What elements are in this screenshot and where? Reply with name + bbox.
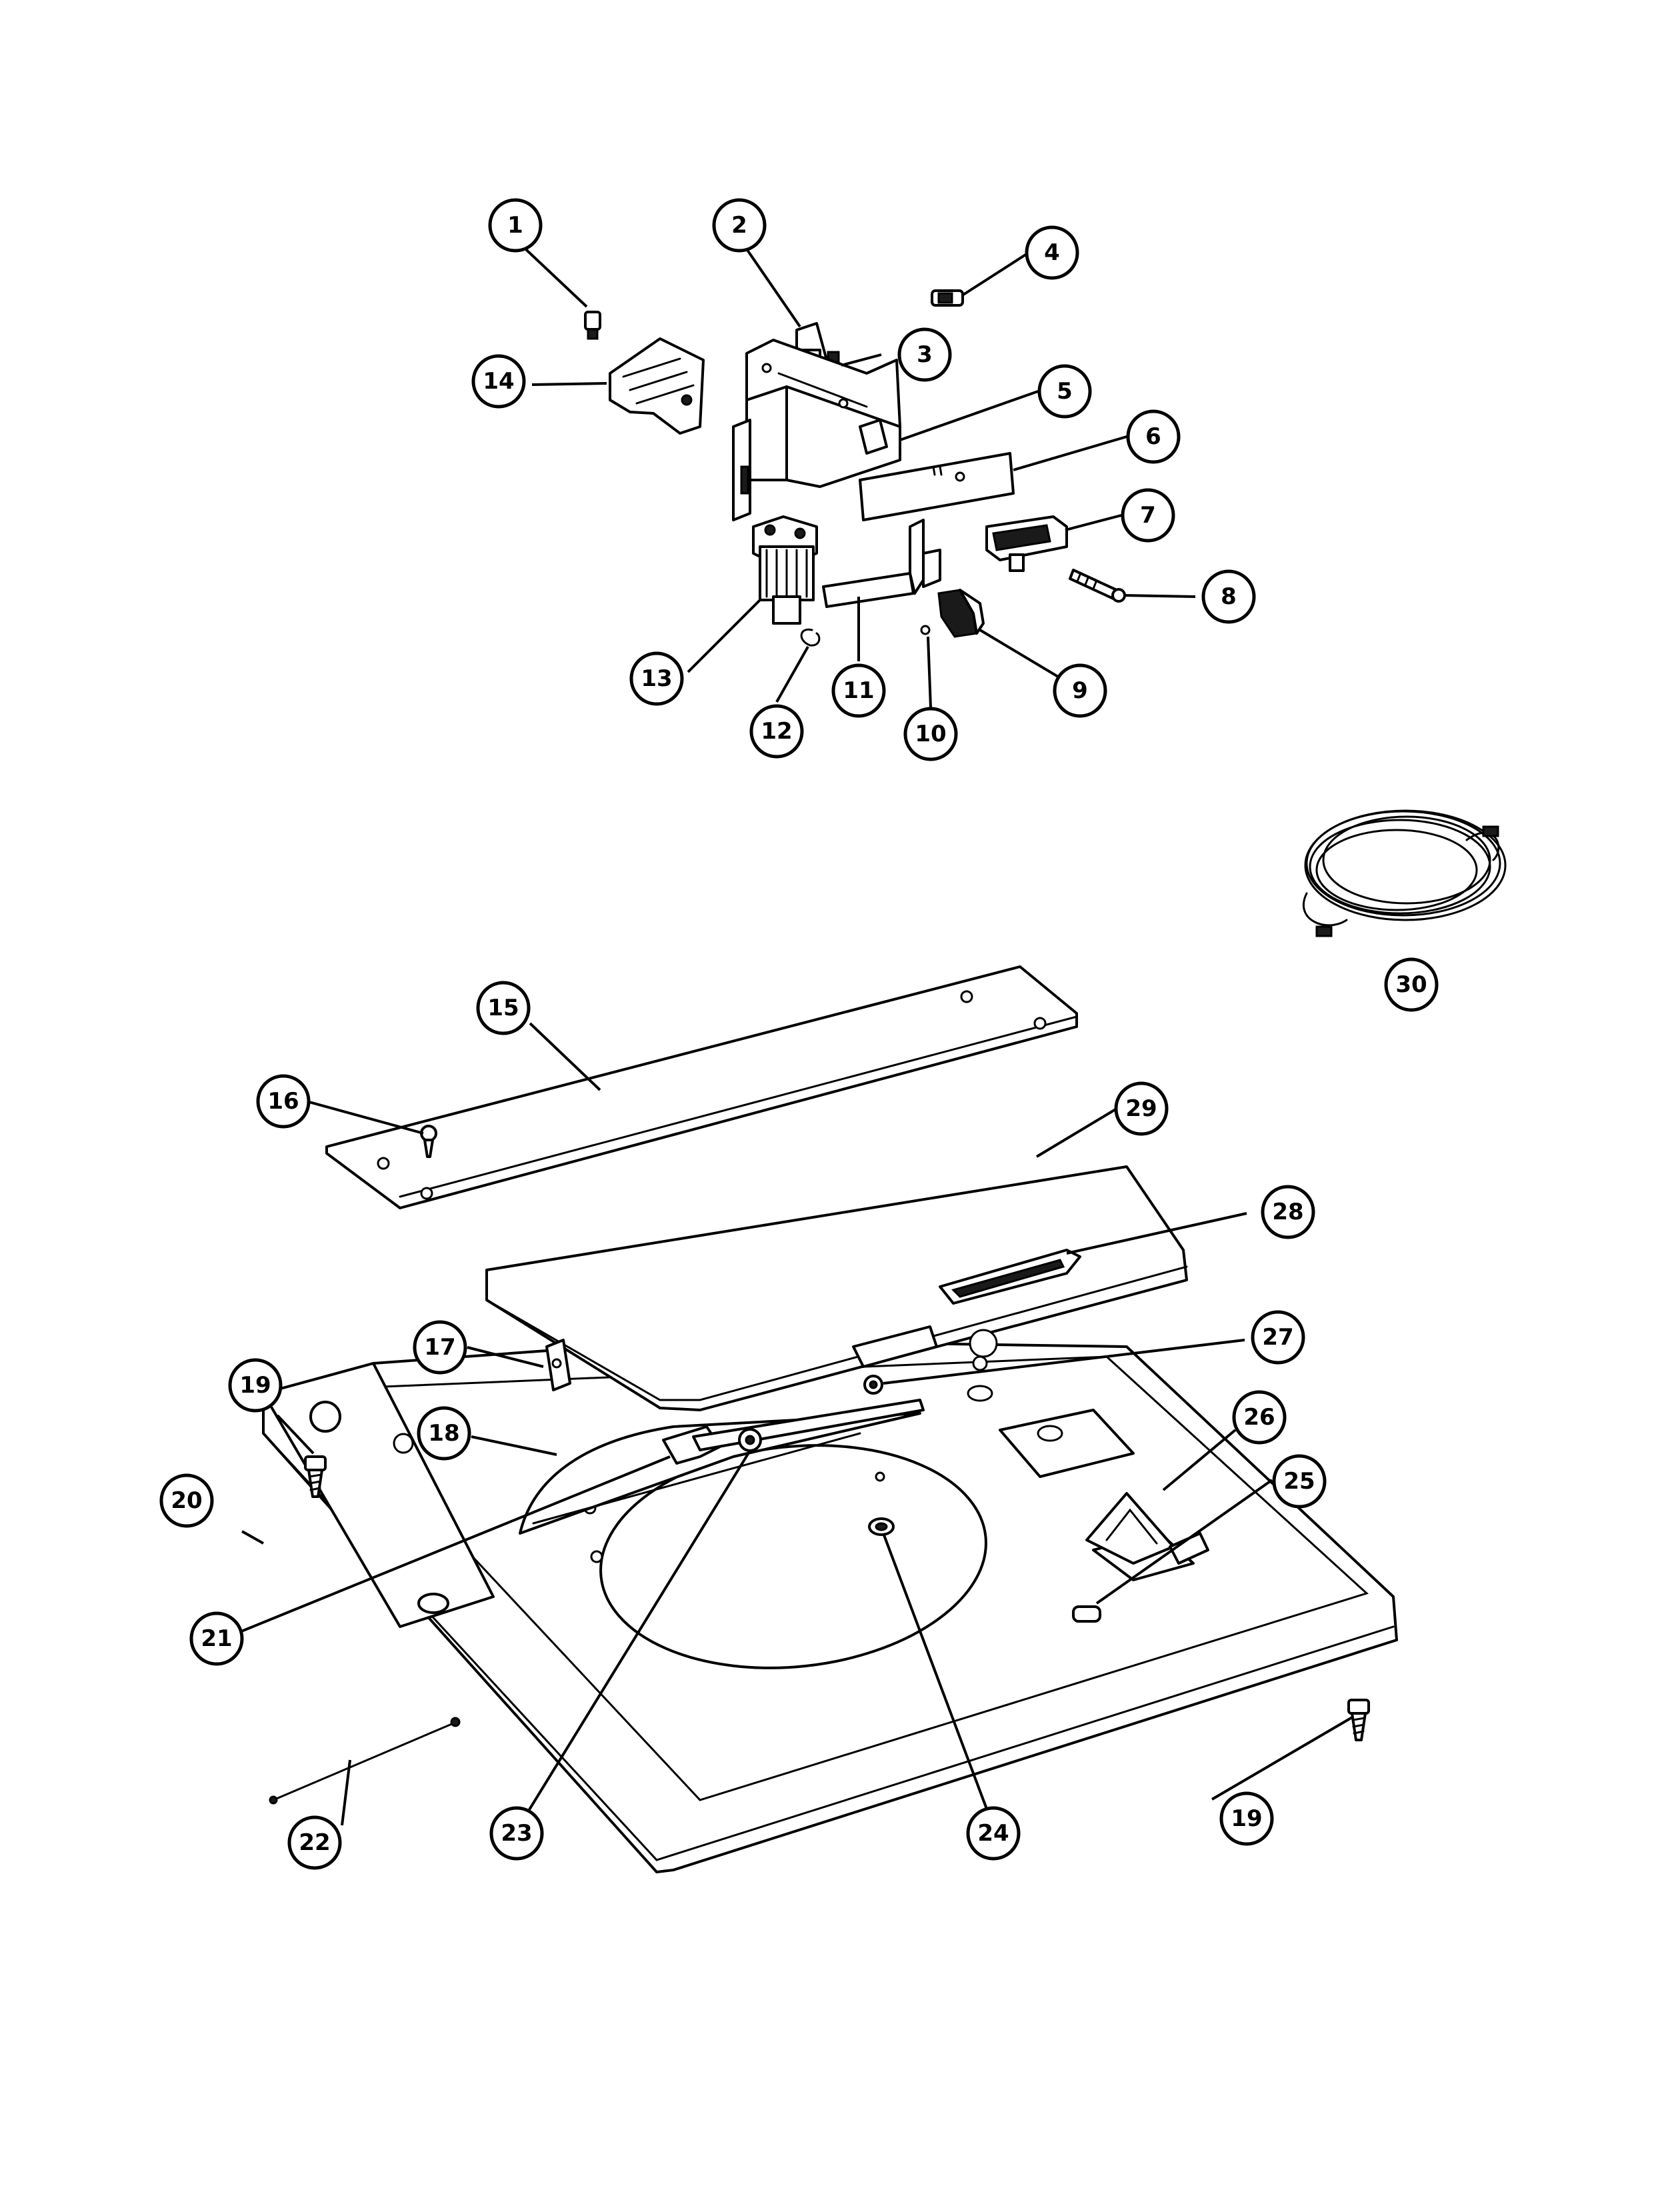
svg-text:11: 11: [843, 677, 874, 704]
callout-21: 21: [189, 1611, 244, 1666]
svg-text:14: 14: [483, 368, 514, 395]
callout-24: 24: [966, 1806, 1021, 1861]
callout-15: 15: [476, 981, 531, 1035]
switch-part-7: [985, 515, 1068, 572]
pin-part-8: [1069, 569, 1126, 603]
callout-4: 4: [1025, 225, 1079, 280]
callout-28: 28: [1261, 1185, 1315, 1239]
svg-text:30: 30: [1395, 971, 1427, 998]
callout-30: 30: [1384, 957, 1439, 1012]
callout-6: 6: [1126, 409, 1181, 464]
svg-text:6: 6: [1145, 423, 1161, 450]
callout-7: 7: [1121, 488, 1175, 543]
callout-13: 13: [629, 651, 684, 706]
callout-10: 10: [903, 707, 958, 761]
callout-27: 27: [1251, 1310, 1305, 1365]
svg-text:26: 26: [1243, 1404, 1275, 1431]
shield-clip-part-14: [609, 337, 705, 435]
callout-11: 11: [831, 663, 886, 718]
svg-text:21: 21: [201, 1625, 232, 1652]
callout-14: 14: [471, 354, 526, 409]
svg-text:5: 5: [1057, 378, 1073, 405]
callout-25: 25: [1272, 1454, 1327, 1509]
svg-text:25: 25: [1283, 1468, 1315, 1495]
svg-text:3: 3: [917, 341, 933, 368]
lid-handle-part-28: [939, 1249, 1081, 1305]
svg-text:18: 18: [428, 1420, 459, 1447]
svg-text:1: 1: [507, 212, 523, 239]
callout-3: 3: [897, 327, 952, 382]
svg-text:8: 8: [1221, 583, 1237, 610]
lid-part-29: [485, 1165, 1188, 1411]
actuator-part-11: [822, 519, 941, 608]
lock-bracket-housing: [732, 339, 901, 521]
callout-8: 8: [1201, 569, 1256, 624]
screw-part-19-right: [1347, 1699, 1370, 1741]
callout-1: 1: [488, 198, 543, 253]
deflector-part-18: [519, 1412, 921, 1535]
wire-harness-part-30: [1302, 809, 1507, 937]
callout-19-left: 19: [228, 1358, 283, 1413]
callout-20: 20: [159, 1473, 214, 1528]
svg-text:29: 29: [1125, 1095, 1157, 1122]
e-ring-part-12: [800, 628, 821, 647]
callout-26: 26: [1232, 1390, 1287, 1445]
connector-part-4: [931, 289, 964, 307]
callout-29: 29: [1114, 1081, 1169, 1136]
svg-text:13: 13: [641, 665, 672, 692]
top-panel-part-20: [262, 1339, 1398, 1873]
callout-17: 17: [413, 1320, 467, 1375]
svg-text:10: 10: [915, 721, 946, 747]
svg-text:17: 17: [424, 1334, 455, 1361]
handle-part-26: [1085, 1492, 1209, 1565]
callout-9: 9: [1053, 663, 1107, 718]
callout-19-right: 19: [1219, 1791, 1274, 1846]
svg-text:24: 24: [977, 1820, 1009, 1847]
screw-part-19-left: [304, 1455, 327, 1498]
svg-text:16: 16: [267, 1088, 299, 1115]
svg-text:19: 19: [1231, 1805, 1262, 1832]
solenoid-part-13: [752, 515, 818, 625]
svg-text:12: 12: [761, 718, 792, 745]
svg-text:4: 4: [1044, 239, 1060, 266]
svg-text:9: 9: [1072, 677, 1088, 704]
hinge-cover-part-15: [325, 965, 1078, 1209]
rod-part-22: [269, 1717, 461, 1805]
svg-text:15: 15: [487, 995, 519, 1021]
callout-16: 16: [256, 1074, 311, 1129]
nut-part-27: [863, 1375, 883, 1395]
callout-18: 18: [417, 1406, 471, 1461]
bumper-part-25: [1072, 1605, 1101, 1623]
svg-text:7: 7: [1140, 502, 1156, 529]
svg-text:2: 2: [731, 212, 747, 239]
washer-part-10: [920, 625, 931, 635]
switch-block-part-9: [937, 589, 985, 638]
hinge-parts: [662, 1399, 925, 1465]
screw-part-16: [420, 1125, 437, 1158]
svg-text:28: 28: [1272, 1199, 1303, 1225]
leader-lines: [241, 240, 1355, 1829]
callout-22: 22: [287, 1815, 342, 1870]
clip-part-17: [545, 1339, 571, 1391]
insulator-part-6: [859, 452, 1015, 521]
grommet-part-24: [868, 1471, 895, 1536]
callout-2: 2: [712, 198, 767, 253]
callout-23: 23: [489, 1806, 544, 1861]
lid-lock-assembly: [584, 289, 1126, 647]
svg-text:27: 27: [1262, 1324, 1293, 1351]
svg-text:22: 22: [299, 1829, 330, 1856]
screw-part-1: [584, 311, 601, 340]
callout-5: 5: [1037, 364, 1092, 419]
callouts: 1 2 3 4 5 6 7 8 9 10 11 12 13 14 15 16 1…: [159, 198, 1439, 1870]
svg-text:23: 23: [501, 1820, 532, 1847]
callout-12: 12: [749, 704, 804, 759]
svg-text:19: 19: [239, 1372, 271, 1399]
svg-text:20: 20: [171, 1487, 202, 1514]
